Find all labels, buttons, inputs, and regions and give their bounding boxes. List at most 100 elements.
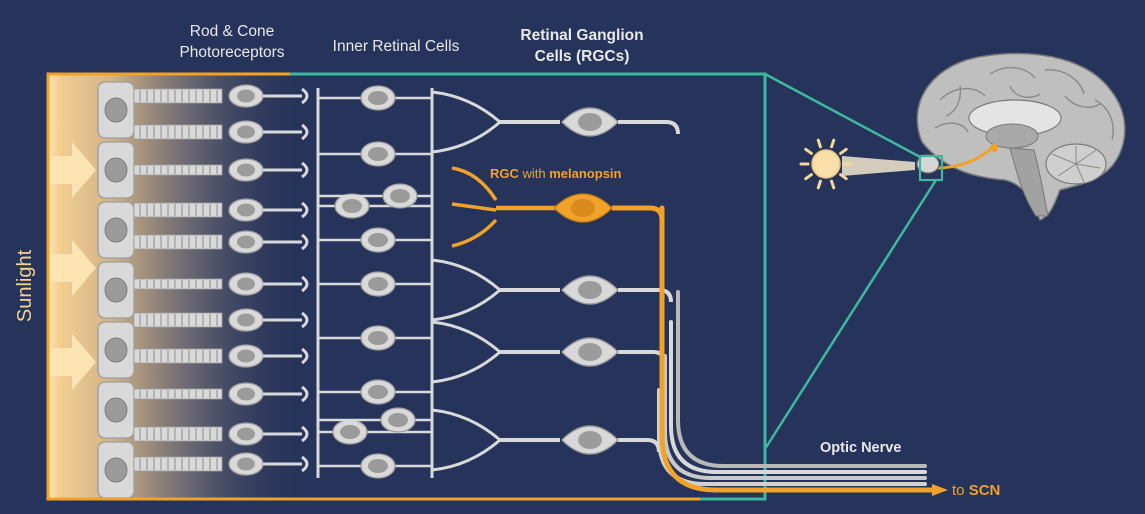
sun-ray	[839, 173, 848, 181]
melanopsin-dendrite	[451, 166, 498, 201]
panel-border-teal	[290, 72, 767, 501]
brain-icon	[916, 52, 1126, 221]
photoreceptor-segment	[133, 88, 223, 104]
synapse-terminal	[301, 123, 309, 141]
rgc-dendrite	[431, 288, 501, 322]
photoreceptor-soma-nucleus	[237, 313, 255, 327]
photoreceptors-label-line2: Photoreceptors	[179, 44, 284, 61]
brain-fold	[939, 87, 986, 101]
photoreceptor-segment	[133, 164, 223, 176]
synapse-terminal	[301, 87, 309, 105]
to-scn-label: to SCN	[952, 482, 1000, 499]
brain-fold	[1044, 69, 1085, 95]
synapse-terminal	[301, 201, 309, 219]
zoom-line-bottom	[763, 179, 938, 450]
cerebellum-fold	[1051, 153, 1077, 165]
inner-cell-nucleus	[390, 189, 410, 203]
inner-cell-nucleus	[368, 233, 388, 247]
sun-ray	[804, 173, 813, 181]
sun-ray	[804, 147, 813, 155]
brain-fold	[934, 122, 969, 133]
cerebellum-fold	[1075, 163, 1085, 183]
photoreceptor-nucleus	[104, 337, 128, 363]
rgc-dendrite	[431, 90, 501, 124]
synapse-terminal	[301, 347, 309, 365]
sun-ray	[816, 138, 822, 149]
sunlight-arrow-1	[50, 142, 96, 198]
inner-cell-nucleus	[368, 147, 388, 161]
brain-fold	[1009, 85, 1041, 98]
inner-cell-nucleus	[340, 425, 360, 439]
photoreceptor-soma-nucleus	[237, 163, 255, 177]
panel-border-orange	[46, 72, 700, 501]
rgc-dendrite	[431, 350, 501, 384]
photoreceptor-segment	[133, 426, 223, 442]
sun-rays	[799, 138, 853, 190]
synapse-terminal	[301, 311, 309, 329]
rgc-dendrite	[431, 120, 501, 154]
arrow-right-icon	[932, 484, 948, 496]
scn-label: SCN	[969, 482, 1001, 499]
rgc-nucleus	[578, 113, 602, 131]
rgc-dendrite	[431, 258, 501, 292]
photoreceptor-nucleus	[104, 217, 128, 243]
photoreceptor-soma-nucleus	[237, 457, 255, 471]
photoreceptor-nucleus	[104, 157, 128, 183]
inner-cells-label: Inner Retinal Cells	[333, 38, 460, 55]
optic-nerve-label: Optic Nerve	[820, 440, 901, 456]
photoreceptor-soma-nucleus	[237, 89, 255, 103]
inner-cell-nucleus	[368, 385, 388, 399]
synapse-terminal	[301, 385, 309, 403]
optic-nerve-fiber	[663, 354, 927, 480]
photoreceptor-nucleus	[104, 277, 128, 303]
sun-ray	[830, 138, 836, 149]
rgc-melanopsin-part2: with	[519, 166, 549, 181]
rgc-melanopsin-part3: melanopsin	[549, 166, 621, 181]
photoreceptor-soma-nucleus	[237, 125, 255, 139]
sun-core	[811, 149, 841, 179]
rgc-nucleus	[578, 431, 602, 449]
photoreceptor-segment	[133, 388, 223, 400]
synapse-terminal	[301, 233, 309, 251]
rgc-dendrite	[431, 320, 501, 354]
brain-fold	[1064, 95, 1101, 108]
melanopsin-dendrite	[451, 218, 498, 248]
sun-icon	[799, 138, 915, 190]
synapse-terminal	[301, 425, 309, 443]
scn-marker	[990, 144, 998, 152]
photoreceptor-nucleus	[104, 457, 128, 483]
light-beam	[842, 156, 915, 176]
photoreceptor-segment	[133, 348, 223, 364]
rgc-axon	[618, 120, 680, 135]
synapse-terminal	[301, 275, 309, 293]
photoreceptor-soma-nucleus	[237, 427, 255, 441]
rgc-melanopsin-part1: RGC	[490, 166, 520, 181]
cerebellum-fold	[1075, 163, 1101, 169]
rgc-nucleus	[578, 343, 602, 361]
photoreceptor-segment	[133, 278, 223, 290]
sun-ray	[830, 179, 836, 190]
optic-nerve-fiber	[676, 290, 927, 468]
eye-zoom-box	[918, 154, 944, 182]
sunlight-label: Sunlight	[14, 249, 36, 322]
photoreceptor-soma-nucleus	[237, 387, 255, 401]
rgc-dendrite	[431, 408, 501, 442]
rgc-axon	[618, 288, 673, 303]
cerebellum-folds	[1051, 146, 1101, 183]
photoreceptor-soma-nucleus	[237, 277, 255, 291]
optic-nerve-fiber	[669, 320, 927, 474]
photoreceptor-segment	[133, 456, 223, 472]
photoreceptor-nucleus	[104, 97, 128, 123]
cerebellum-fold	[1075, 149, 1097, 165]
rgc-melanopsin-label: RGC with melanopsin	[490, 166, 622, 181]
inner-cell-nucleus	[368, 459, 388, 473]
optic-nerve-melanopsin-axon	[659, 205, 935, 493]
brain-folds	[934, 67, 1114, 141]
synapse-terminal	[301, 161, 309, 179]
inner-cell-nucleus	[368, 331, 388, 345]
photoreceptor-soma-nucleus	[237, 349, 255, 363]
photoreceptor-segment	[133, 312, 223, 328]
sun-ray	[839, 147, 848, 155]
